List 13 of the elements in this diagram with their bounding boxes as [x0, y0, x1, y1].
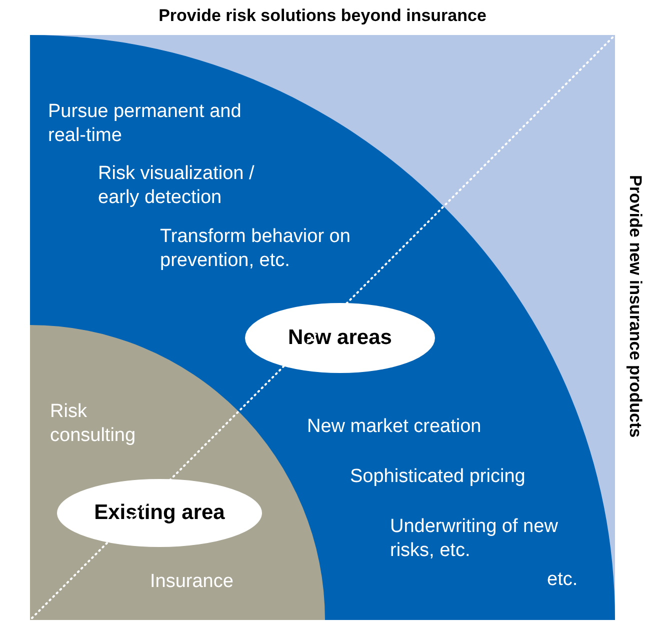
region-text: Pursue permanent and real-time	[48, 100, 242, 148]
area-label-ellipse: New areas	[245, 303, 435, 373]
region-text: Risk visualization / early detection	[98, 162, 256, 210]
region-text: New market creation	[307, 415, 482, 439]
region-text: Sophisticated pricing	[350, 465, 526, 489]
region-text: Transform behavior on prevention, etc.	[160, 225, 352, 273]
region-text: Insurance	[150, 570, 234, 594]
axis-title: Provide new insurance products	[625, 175, 646, 438]
region-text: etc.	[547, 568, 579, 592]
axis-title: Provide risk solutions beyond insurance	[158, 6, 488, 26]
area-label-ellipse: Existing area	[57, 479, 262, 547]
region-text: Underwriting of new risks, etc.	[390, 515, 559, 563]
region-text: Risk consulting	[50, 400, 137, 448]
